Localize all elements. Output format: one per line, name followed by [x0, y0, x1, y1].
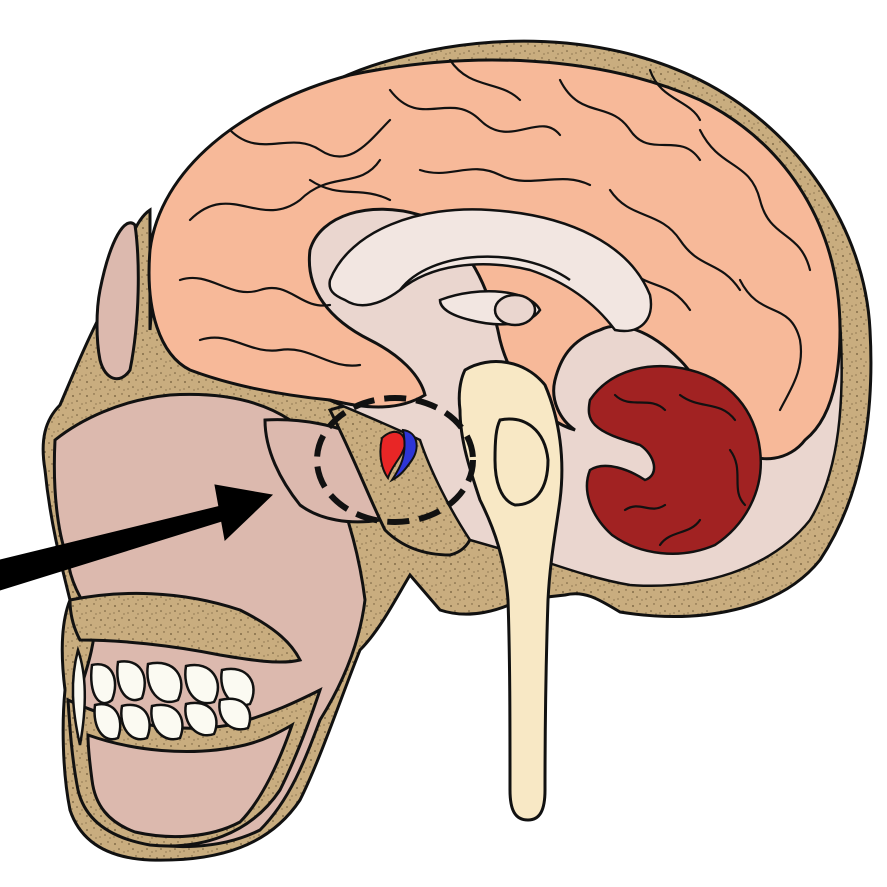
- gyri-lines: [178, 58, 812, 412]
- upper-teeth: [71, 645, 255, 746]
- target-region-circle: [314, 395, 476, 525]
- carotid-artery: [379, 430, 407, 481]
- lower-teeth: [93, 697, 252, 741]
- orbit: [95, 221, 140, 381]
- corpus-callosum: [328, 208, 653, 333]
- pons-bulge: [493, 417, 550, 507]
- cerebellum-folia: [613, 393, 747, 547]
- maxilla: [68, 591, 303, 664]
- fornix-curve: [399, 255, 571, 291]
- pituitary-vein: [389, 428, 418, 483]
- interthalamic-adhesion: [493, 293, 537, 327]
- approach-arrow-icon: [0, 484, 274, 591]
- chin-tissue: [86, 721, 295, 839]
